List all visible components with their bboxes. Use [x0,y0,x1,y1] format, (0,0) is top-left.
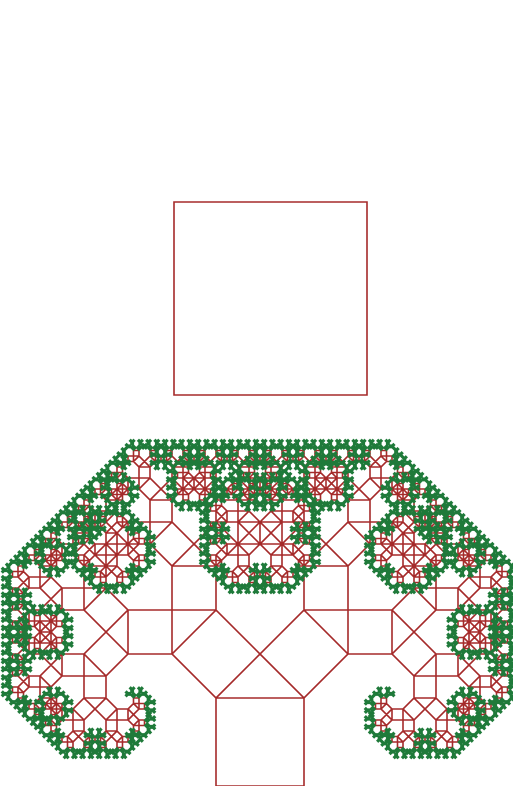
pythagoras-tree-figure [0,0,513,786]
